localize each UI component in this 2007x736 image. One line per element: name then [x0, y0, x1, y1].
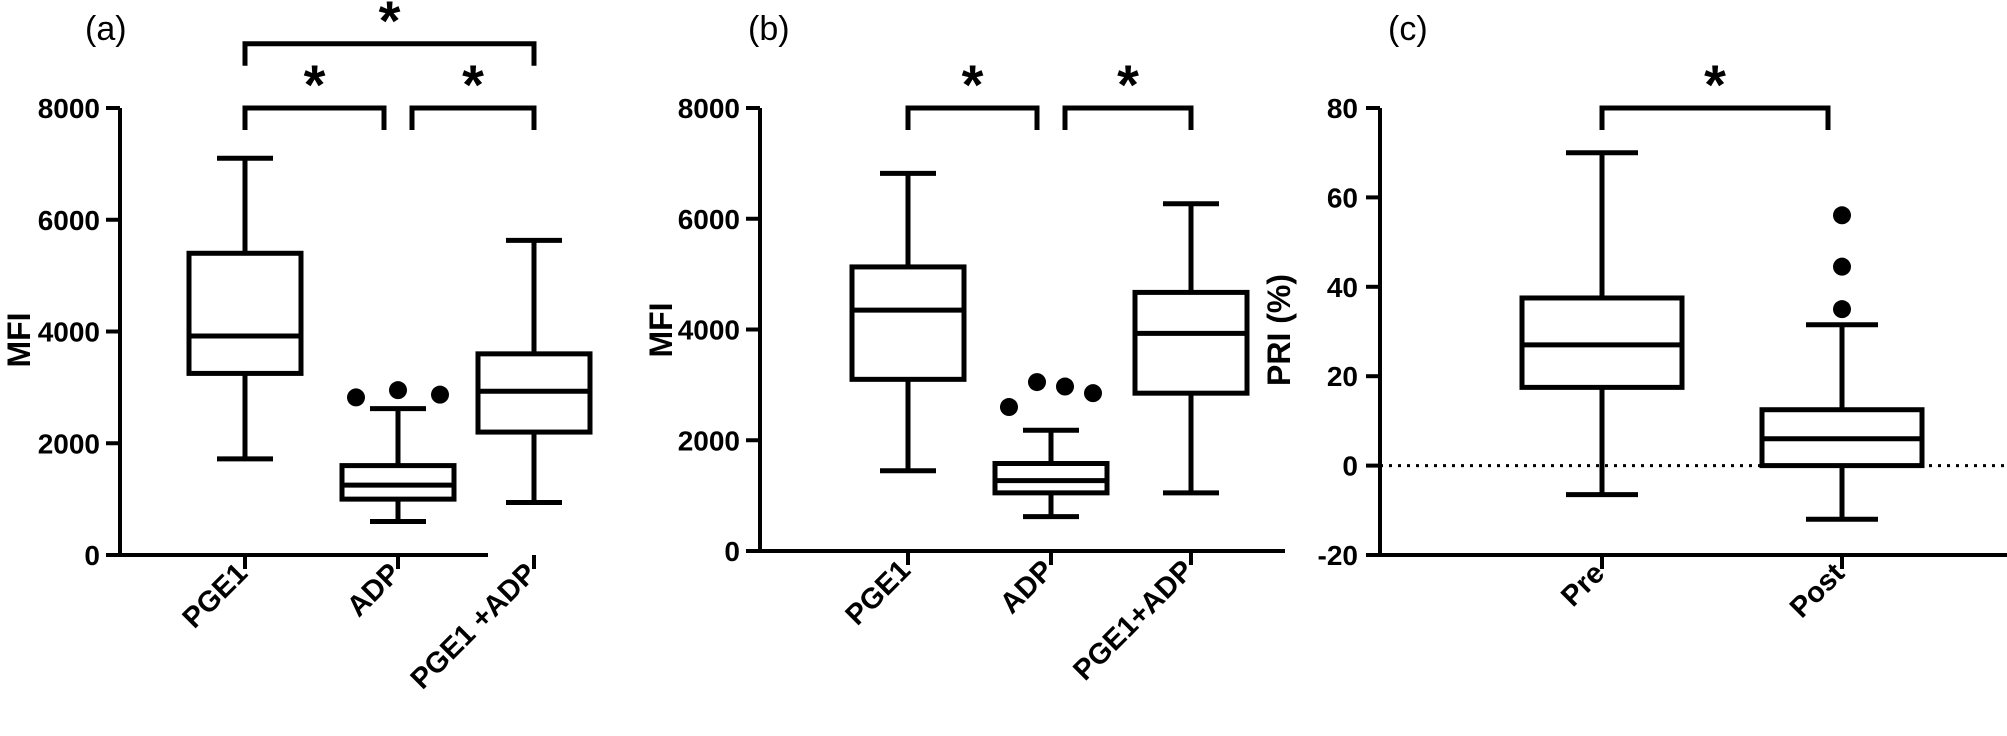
panel-label: (c) — [1388, 10, 1428, 48]
outlier-point — [1833, 257, 1851, 276]
outlier-point — [1000, 398, 1018, 417]
box-iqr — [1132, 289, 1250, 396]
significance-bracket — [1062, 105, 1194, 130]
panel-label: (a) — [85, 10, 127, 48]
box-iqr — [849, 264, 967, 382]
significance-star: * — [1117, 53, 1139, 116]
significance-star: * — [304, 53, 326, 116]
outlier-point — [1833, 300, 1851, 319]
y-axis-title: PRI (%) — [1261, 274, 1297, 386]
outlier-point — [1833, 206, 1851, 225]
significance-star: * — [1704, 53, 1726, 116]
y-tick-label: 2000 — [38, 428, 100, 459]
y-tick-label: 0 — [724, 536, 740, 567]
outlier-point — [389, 381, 407, 400]
x-tick-label: PGE1 +ADP — [405, 557, 543, 695]
significance-bracket — [1599, 105, 1831, 130]
box-iqr — [339, 463, 457, 502]
significance-bracket — [242, 41, 537, 66]
y-tick-label: -20 — [1318, 540, 1358, 571]
outlier-point — [1028, 373, 1046, 392]
outlier-point — [1056, 377, 1074, 396]
y-tick-label: 6000 — [678, 204, 740, 235]
x-tick-label: PGE1 — [177, 557, 254, 634]
y-tick-label: 6000 — [38, 205, 100, 236]
significance-bracket — [409, 105, 537, 130]
x-tick-label: PGE1+ADP — [1067, 554, 1200, 687]
y-tick-label: 4000 — [678, 315, 740, 346]
significance-star: * — [379, 0, 401, 52]
y-tick-label: 8000 — [678, 93, 740, 124]
y-tick-label: 8000 — [38, 93, 100, 124]
significance-star: * — [962, 53, 984, 116]
outlier-point — [1084, 384, 1102, 403]
y-tick-label: 40 — [1327, 272, 1358, 303]
y-axis-title: MFI — [1, 312, 37, 367]
y-tick-label: 4000 — [38, 317, 100, 348]
y-tick-label: 2000 — [678, 425, 740, 456]
outlier-point — [347, 388, 365, 407]
y-axis-title: MFI — [643, 302, 679, 357]
panel-label: (b) — [748, 10, 790, 48]
y-tick-label: 0 — [1342, 451, 1358, 482]
significance-bracket — [905, 105, 1040, 130]
box-iqr — [186, 250, 304, 376]
y-tick-label: 80 — [1327, 93, 1358, 124]
y-tick-label: 60 — [1327, 182, 1358, 213]
x-tick-label: PGE1 — [840, 554, 917, 631]
significance-bracket — [242, 105, 387, 130]
outlier-point — [431, 385, 449, 404]
y-tick-label: 0 — [84, 540, 100, 571]
significance-star: * — [462, 53, 484, 116]
y-tick-label: 20 — [1327, 361, 1358, 392]
